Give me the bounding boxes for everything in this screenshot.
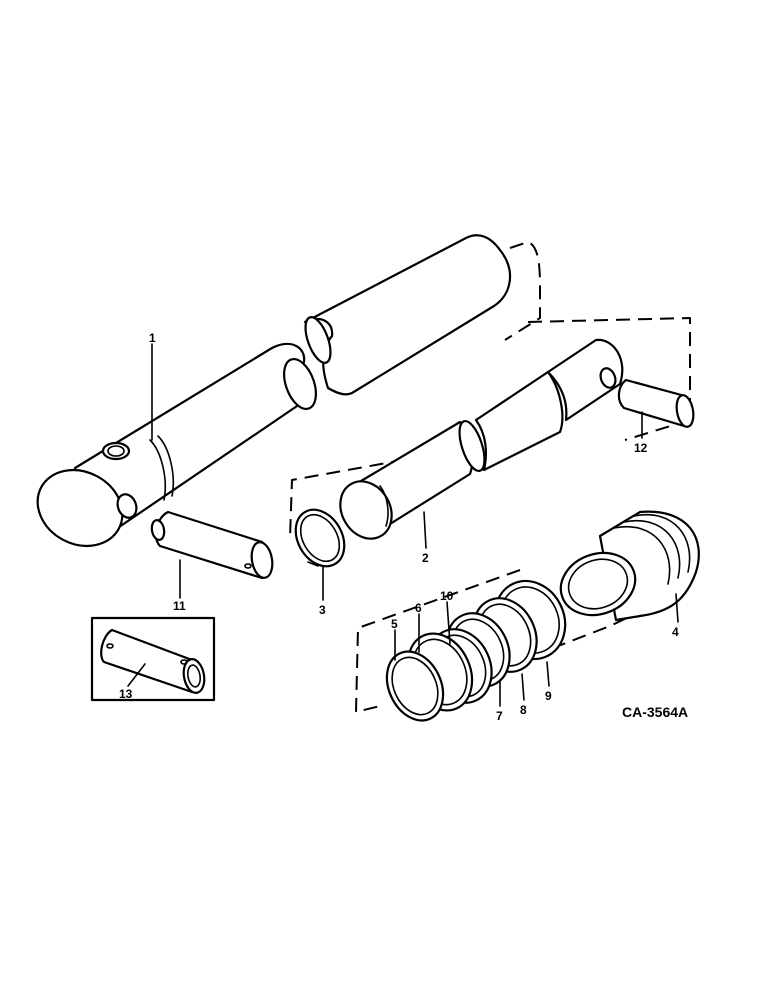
piston-rod-part-2 xyxy=(339,338,624,540)
alternate-pin-box xyxy=(90,616,216,702)
callout-2: 2 xyxy=(422,551,429,565)
seal-ring-part-5 xyxy=(385,650,445,722)
callout-10: 10 xyxy=(440,589,454,603)
callout-1: 1 xyxy=(149,331,156,345)
pin-part-11 xyxy=(150,510,274,580)
drawing-reference-label: CA-3564A xyxy=(622,704,688,720)
callout-3: 3 xyxy=(319,603,326,617)
assembly-outline-upper xyxy=(289,241,691,539)
gland-part-4 xyxy=(559,510,700,622)
callout-7: 7 xyxy=(496,709,503,723)
callout-11: 11 xyxy=(173,599,186,613)
snap-ring-part-3 xyxy=(294,508,346,568)
callout-12: 12 xyxy=(634,441,648,455)
pin-part-12 xyxy=(617,378,695,428)
callout-6: 6 xyxy=(415,601,422,615)
callout-4: 4 xyxy=(672,625,679,639)
callout-5: 5 xyxy=(391,617,398,631)
callout-9: 9 xyxy=(545,689,552,703)
callout-8: 8 xyxy=(520,703,527,717)
leader-lines xyxy=(127,343,679,707)
callout-13: 13 xyxy=(119,687,133,701)
cylinder-barrel-rear-segment xyxy=(303,234,512,396)
cylinder-barrel-part-1 xyxy=(36,342,317,548)
